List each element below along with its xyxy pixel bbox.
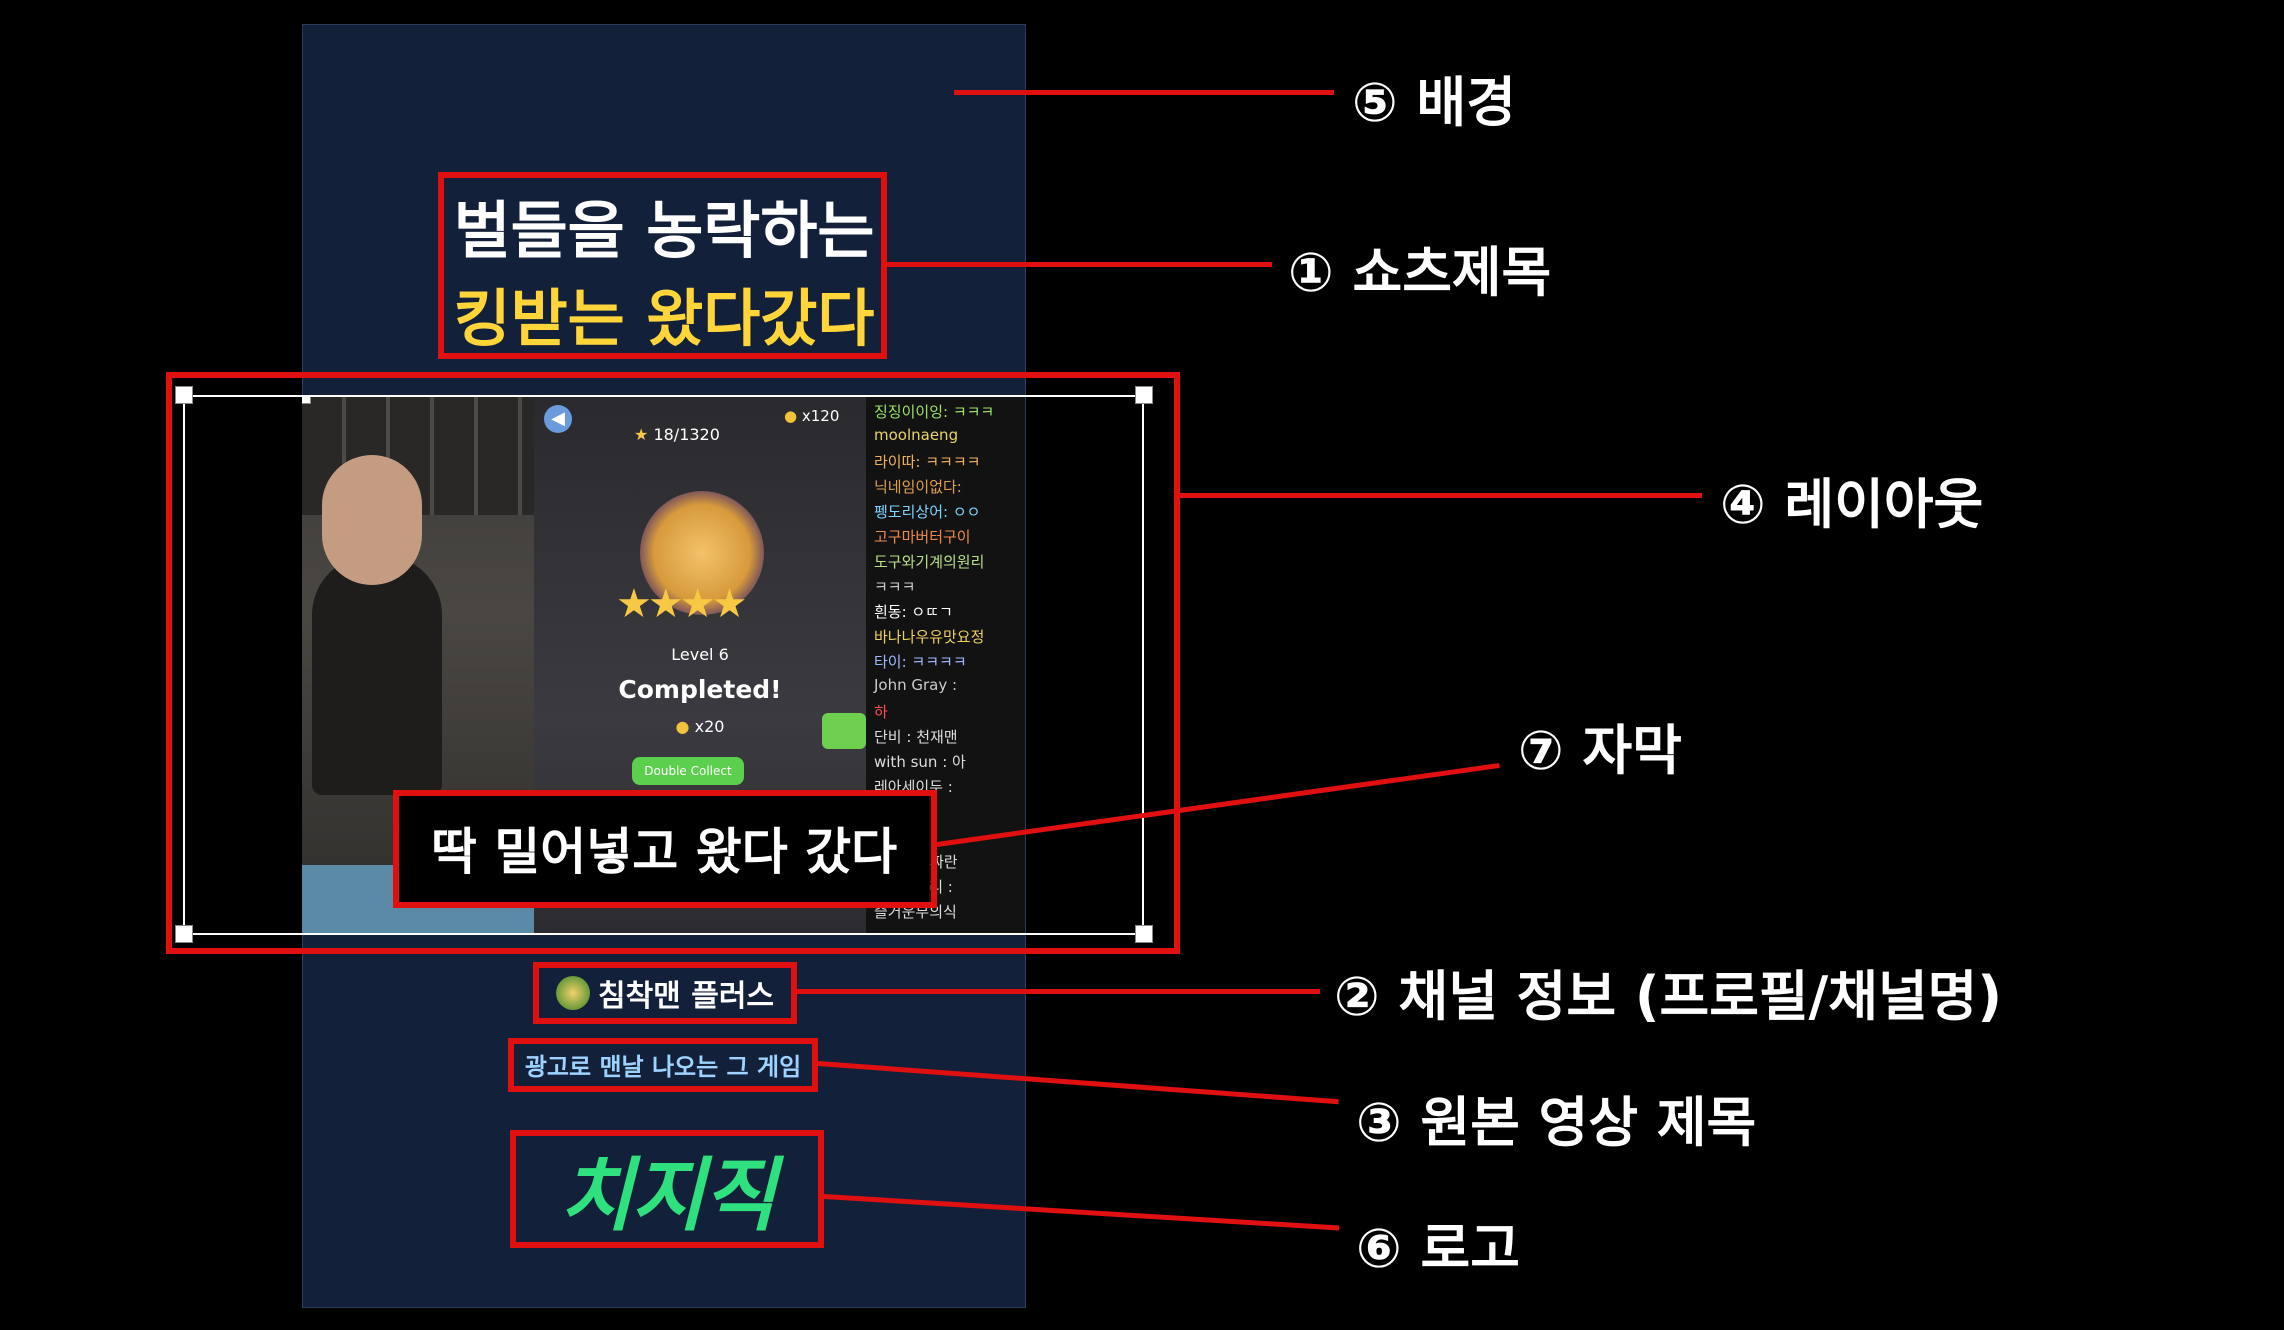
resize-handle-br[interactable] <box>1135 925 1153 943</box>
label-layout: ④ 레이아웃 <box>1720 473 1984 536</box>
hanger-icon <box>822 713 866 749</box>
resize-handle-top-left[interactable] <box>302 395 311 404</box>
chat-message: moolnaeng <box>874 426 959 444</box>
original-video-title-text: 광고로 맨날 나오는 그 게임 <box>524 1052 802 1081</box>
label-shorts-title: ① 쇼츠제목 <box>1288 241 1552 304</box>
coin-count: x120 <box>801 407 840 425</box>
chat-message: ㅋㅋㅋ <box>874 578 916 596</box>
level-label: Level 6 <box>671 645 729 664</box>
resize-handle-bl[interactable] <box>175 925 193 943</box>
annot-box-title <box>438 172 887 359</box>
shiba-badge <box>640 491 764 615</box>
reward-coin-icon: ● <box>675 717 690 736</box>
chat-message: 고구마버터구이 <box>874 528 971 546</box>
label-original-title: ③ 원본 영상 제목 <box>1356 1091 1757 1154</box>
chat-message: with sun : 아 <box>874 753 966 771</box>
layout-selection-frame[interactable] <box>183 395 1144 935</box>
streamer-face <box>322 455 422 585</box>
annot-box-logo <box>510 1130 824 1248</box>
chat-message: 징징이이잉: ㅋㅋㅋ <box>874 403 995 421</box>
subtitle-caption: 딱 밀어넣고 왔다 갔다 <box>399 794 929 902</box>
logo-text: 치지직 <box>559 1149 777 1242</box>
coin-icon: ● <box>784 407 798 425</box>
label-logo: ⑥ 로고 <box>1356 1217 1520 1280</box>
annot-box-subtitle <box>393 790 937 908</box>
chzzk-logo: 치지직 <box>510 1132 824 1246</box>
reward-row: ● x20 <box>534 717 866 736</box>
annot-box-original-title <box>508 1038 818 1092</box>
connector-background <box>954 90 1334 95</box>
chat-message: 하 <box>874 703 888 721</box>
original-video-title: 광고로 맨날 나오는 그 게임 <box>510 1040 816 1088</box>
streamer-silhouette <box>312 555 442 795</box>
shorts-title-line1: 벌들을 농락하는 <box>453 194 875 267</box>
channel-avatar <box>555 976 590 1010</box>
label-subtitle: ⑦ 자막 <box>1518 719 1682 782</box>
chat-message: 흰동: ㅇㄸㄱ <box>874 603 953 621</box>
annot-box-layout <box>166 372 1180 954</box>
connector-channel <box>797 989 1320 994</box>
shorts-title: 벌들을 농락하는 킹받는 왔다갔다 <box>302 168 1026 356</box>
chat-message: John Gray : <box>874 676 958 694</box>
connector-title <box>887 262 1272 267</box>
connector-layout <box>1180 493 1702 498</box>
subtitle-text: 딱 밀어넣고 왔다 갔다 <box>430 823 898 881</box>
chat-message: 타이: ㅋㅋㅋㅋ <box>874 653 967 671</box>
reward-amount: x20 <box>694 717 725 736</box>
channel-info: 침착맨 플러스 <box>538 966 792 1020</box>
coin-counter: ● x120 <box>784 407 839 425</box>
star-count: 18/1320 <box>653 425 720 444</box>
back-icon: ◀ <box>544 405 572 433</box>
level-stars: ★★★★ <box>616 581 747 627</box>
resize-handle-tr[interactable] <box>1135 386 1153 404</box>
label-background: ⑤ 배경 <box>1352 71 1516 134</box>
chat-message: 도구와기계의원리 <box>874 553 985 571</box>
chat-message: 단비 : 천재맨 <box>874 728 958 746</box>
chat-message: 라이따: ㅋㅋㅋㅋ <box>874 453 981 471</box>
chat-message: 바나나우유맛요정 <box>874 628 985 646</box>
double-collect-button[interactable]: Double Collect <box>632 757 744 785</box>
label-channel-info: ② 채널 정보 (프로필/채널명) <box>1334 965 2003 1028</box>
completed-label: Completed! <box>618 675 782 704</box>
annot-box-channel <box>533 962 797 1024</box>
star-progress: ★ 18/1320 <box>634 425 720 444</box>
channel-name: 침착맨 플러스 <box>597 979 775 1014</box>
resize-handle-tl[interactable] <box>175 386 193 404</box>
star-icon: ★ <box>634 425 649 444</box>
chat-message: 닉네임이없다: <box>874 478 962 496</box>
shorts-title-line2: 킹받는 왔다갔다 <box>453 282 875 355</box>
chat-message: 펭도리상어: ㅇㅇ <box>874 503 981 521</box>
